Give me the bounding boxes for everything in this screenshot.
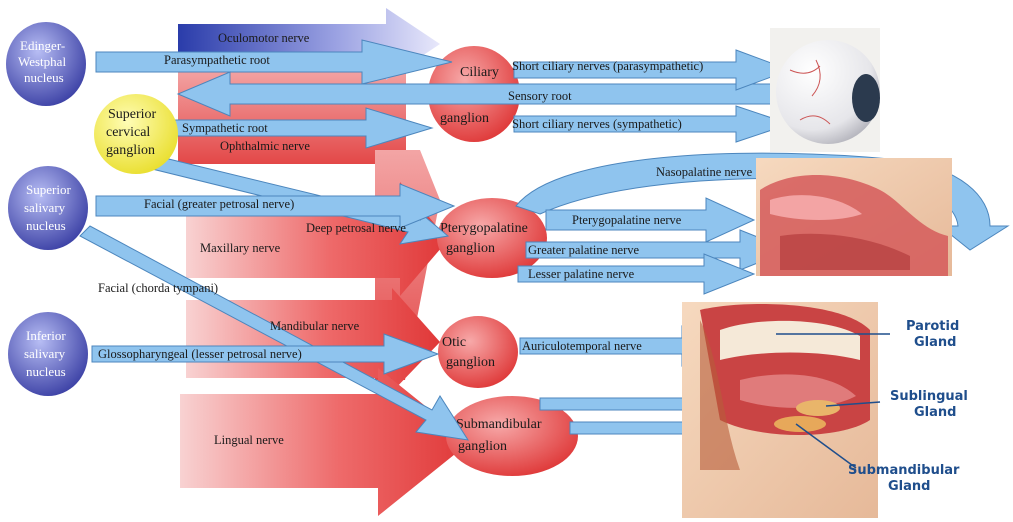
- edinger-westphal-nucleus: Edinger- Westphal nucleus: [6, 22, 86, 106]
- superior-salivary-label-3: nucleus: [26, 218, 66, 233]
- sensory-root-label: Sensory root: [508, 89, 572, 103]
- inferior-salivary-nucleus: Inferior salivary nucleus: [8, 312, 88, 396]
- submandibular-gland-label-1: Submandibular: [848, 463, 960, 478]
- otic-ganglion: Otic ganglion: [438, 316, 518, 388]
- glossopharyngeal-label: Glossopharyngeal (lesser petrosal nerve): [98, 347, 302, 361]
- ciliary-ganglion-label-2: ganglion: [440, 111, 489, 126]
- superior-cervical-ganglion: Superior cervical ganglion: [94, 94, 178, 174]
- short-ciliary-symp-label: Short ciliary nerves (sympathetic): [512, 117, 682, 131]
- inferior-salivary-label-2: salivary: [24, 346, 66, 361]
- superior-salivary-label-1: Superior: [26, 182, 71, 197]
- facial-chorda-tympani-label: Facial (chorda tympani): [98, 281, 218, 295]
- parasympathetic-root-label: Parasympathetic root: [164, 53, 270, 67]
- eyeball-illustration: [770, 28, 880, 152]
- edinger-westphal-label-1: Edinger-: [20, 38, 65, 53]
- pterygopalatine-ganglion-label-2: ganglion: [446, 241, 495, 256]
- ciliary-ganglion-label-1: Ciliary: [460, 65, 499, 80]
- superior-salivary-nucleus: Superior salivary nucleus: [8, 166, 88, 250]
- nasopalatine-label: Nasopalatine nerve: [656, 165, 753, 179]
- deep-petrosal-label: Deep petrosal nerve: [306, 221, 406, 235]
- maxillary-label: Maxillary nerve: [200, 241, 281, 255]
- submandibular-ganglion-label-2: ganglion: [458, 439, 507, 454]
- sublingual-gland-label-1: Sublingual: [890, 389, 968, 404]
- superior-cervical-label-1: Superior: [108, 107, 157, 122]
- submandibular-gland-label-2: Gland: [888, 479, 930, 494]
- lingual-label: Lingual nerve: [214, 433, 284, 447]
- sympathetic-root-label: Sympathetic root: [182, 121, 268, 135]
- superior-salivary-label-2: salivary: [24, 200, 66, 215]
- pterygopalatine-ganglion-label-1: Pterygopalatine: [440, 221, 528, 236]
- edinger-westphal-label-3: nucleus: [24, 70, 64, 85]
- mandibular-label: Mandibular nerve: [270, 319, 360, 333]
- pterygopalatine-nerve-label: Pterygopalatine nerve: [572, 213, 682, 227]
- inferior-salivary-label-3: nucleus: [26, 364, 66, 379]
- otic-ganglion-label-2: ganglion: [446, 355, 495, 370]
- submandibular-ganglion-label-1: Submandibular: [456, 417, 542, 432]
- sublingual-gland-label-2: Gland: [914, 405, 956, 420]
- oculomotor-label: Oculomotor nerve: [218, 31, 310, 45]
- short-ciliary-para-label: Short ciliary nerves (parasympathetic): [512, 59, 703, 73]
- nasal-cavity-illustration: [756, 158, 952, 276]
- auriculotemporal-label: Auriculotemporal nerve: [522, 339, 642, 353]
- inferior-salivary-label-1: Inferior: [26, 328, 66, 343]
- lesser-palatine-label: Lesser palatine nerve: [528, 267, 635, 281]
- parotid-gland-label-1: Parotid: [906, 319, 959, 334]
- superior-cervical-label-2: cervical: [106, 125, 150, 140]
- edinger-westphal-label-2: Westphal: [18, 54, 66, 69]
- ophthalmic-label: Ophthalmic nerve: [220, 139, 310, 153]
- parotid-gland-label-2: Gland: [914, 335, 956, 350]
- superior-cervical-label-3: ganglion: [106, 143, 155, 158]
- greater-palatine-label: Greater palatine nerve: [528, 243, 639, 257]
- otic-ganglion-label-1: Otic: [442, 335, 466, 350]
- facial-greater-petrosal-label: Facial (greater petrosal nerve): [144, 197, 294, 211]
